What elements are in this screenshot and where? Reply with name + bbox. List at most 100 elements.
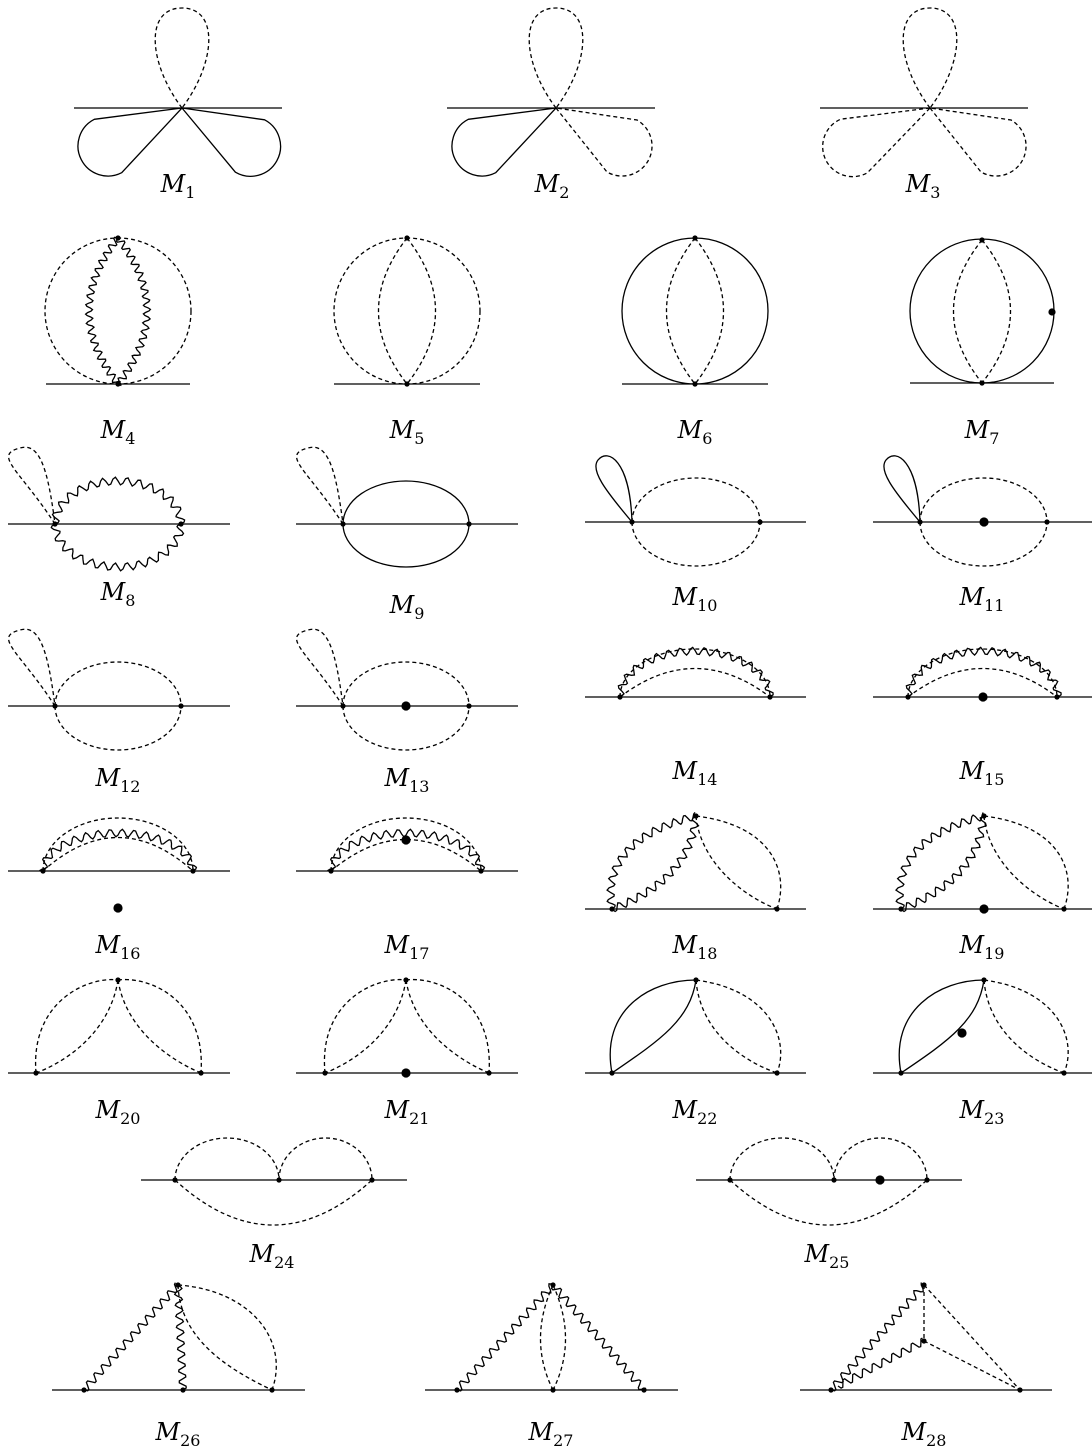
vertex-dot: [486, 1070, 492, 1076]
diagram-subscript: 6: [702, 429, 712, 448]
diagram-subscript: 26: [180, 1431, 200, 1450]
diagram-label-1: M1: [160, 170, 196, 202]
vertex-dot: [917, 519, 923, 525]
propagator-dashed: [42, 836, 194, 872]
diagram-label-4: M4: [100, 416, 136, 448]
diagram-label-10: M10: [672, 583, 718, 615]
vertex-dot: [115, 381, 121, 387]
vertex-dot: [981, 813, 987, 819]
propagator-dashed: [923, 1284, 1021, 1391]
vertex-dot: [831, 1177, 837, 1183]
vertex-dot: [478, 868, 484, 874]
photon-wavy: [837, 1337, 923, 1389]
diagram-label-27: M27: [528, 1418, 574, 1450]
propagator-dashed: [42, 817, 194, 872]
vertex-dot: [609, 1070, 615, 1076]
propagator-dashed: [695, 815, 778, 910]
solid-loop-right: [180, 107, 282, 177]
diagram-letter: M: [964, 416, 991, 444]
propagator-dashed: [35, 979, 119, 1074]
propagator-dashed: [694, 237, 725, 385]
vertex-dot: [774, 1070, 780, 1076]
diagram-m7: [909, 237, 1056, 386]
propagator-dashed: [54, 661, 182, 707]
diagram-letter: M: [534, 170, 561, 198]
diagram-subscript: 9: [414, 604, 424, 623]
diagram-subscript: 17: [409, 944, 429, 963]
vertex-dot: [1044, 519, 1050, 525]
diagram-subscript: 12: [120, 777, 140, 796]
vertex-dot: [328, 868, 334, 874]
diagram-label-23: M23: [959, 1096, 1005, 1128]
propagator-dashed: [631, 521, 761, 567]
vertex-dot: [115, 977, 121, 983]
diagram-letter: M: [672, 931, 699, 959]
vertex-dot: [178, 703, 184, 709]
vertex-dot: [981, 977, 987, 983]
diagram-label-22: M22: [672, 1096, 718, 1128]
photon-wavy: [327, 828, 486, 872]
diagram-m23: [873, 977, 1092, 1076]
vertex-dot: [198, 1070, 204, 1076]
propagator-dashed: [919, 521, 1048, 567]
diagram-m8: [8, 446, 230, 572]
propagator-solid: [342, 480, 470, 525]
propagator-dashed: [405, 979, 490, 1074]
dashed-loop-right: [554, 107, 653, 177]
diagram-letter: M: [959, 757, 986, 785]
diagram-label-14: M14: [672, 757, 718, 789]
solid-loop: [883, 455, 921, 523]
tadpole-loop: [154, 7, 210, 109]
vertex-dot: [767, 694, 773, 700]
tadpole-loop: [296, 446, 344, 525]
diagram-letter: M: [100, 578, 127, 606]
vertex-dot: [1061, 906, 1067, 912]
diagram-subscript: 1: [185, 183, 195, 202]
insertion-dot: [1048, 308, 1056, 316]
vertex-dot: [52, 521, 58, 527]
propagator-dashed: [695, 979, 782, 1074]
propagator-dashed: [695, 815, 782, 910]
vertex-dot: [693, 977, 699, 983]
vertex-dot: [454, 1387, 460, 1393]
vertex-dot: [979, 237, 985, 243]
diagram-letter: M: [959, 1096, 986, 1124]
diagram-label-13: M13: [384, 764, 430, 796]
solid-loop: [595, 455, 633, 523]
insertion-dot: [875, 1175, 885, 1185]
propagator-dashed: [377, 237, 408, 385]
diagram-label-20: M20: [95, 1096, 141, 1128]
diagram-subscript: 3: [930, 183, 940, 202]
vertex-dot: [276, 1177, 282, 1183]
diagram-subscript: 22: [697, 1109, 717, 1128]
diagram-label-19: M19: [959, 931, 1005, 963]
propagator-dashed: [177, 1284, 277, 1391]
vertex-dot: [905, 694, 911, 700]
photon-wavy: [50, 523, 185, 572]
diagram-subscript: 27: [553, 1431, 573, 1450]
diagram-letter: M: [905, 170, 932, 198]
diagram-m18: [585, 811, 806, 913]
propagator-dashed: [330, 817, 482, 872]
propagator-dashed: [35, 978, 119, 1074]
diagram-label-3: M3: [905, 170, 941, 202]
dashed-loop-right: [928, 107, 1027, 177]
vertex-dot: [1017, 1387, 1023, 1393]
vertex-dot: [403, 977, 409, 983]
diagram-m2: [447, 7, 655, 177]
diagram-label-7: M7: [964, 416, 1000, 448]
propagator-dashed: [983, 815, 1069, 910]
diagram-m6: [621, 235, 769, 387]
diagram-letter: M: [959, 583, 986, 611]
diagram-subscript: 28: [926, 1431, 946, 1450]
propagator-solid: [609, 979, 697, 1074]
insertion-dot: [113, 903, 123, 913]
photon-wavy: [115, 237, 152, 387]
vertex-dot: [921, 1338, 927, 1344]
propagator-dashed: [665, 237, 696, 385]
propagator-dashed: [952, 239, 983, 384]
propagator-dashed: [174, 1179, 373, 1226]
propagator-dashed: [324, 979, 407, 1074]
diagram-m13: [296, 628, 518, 751]
